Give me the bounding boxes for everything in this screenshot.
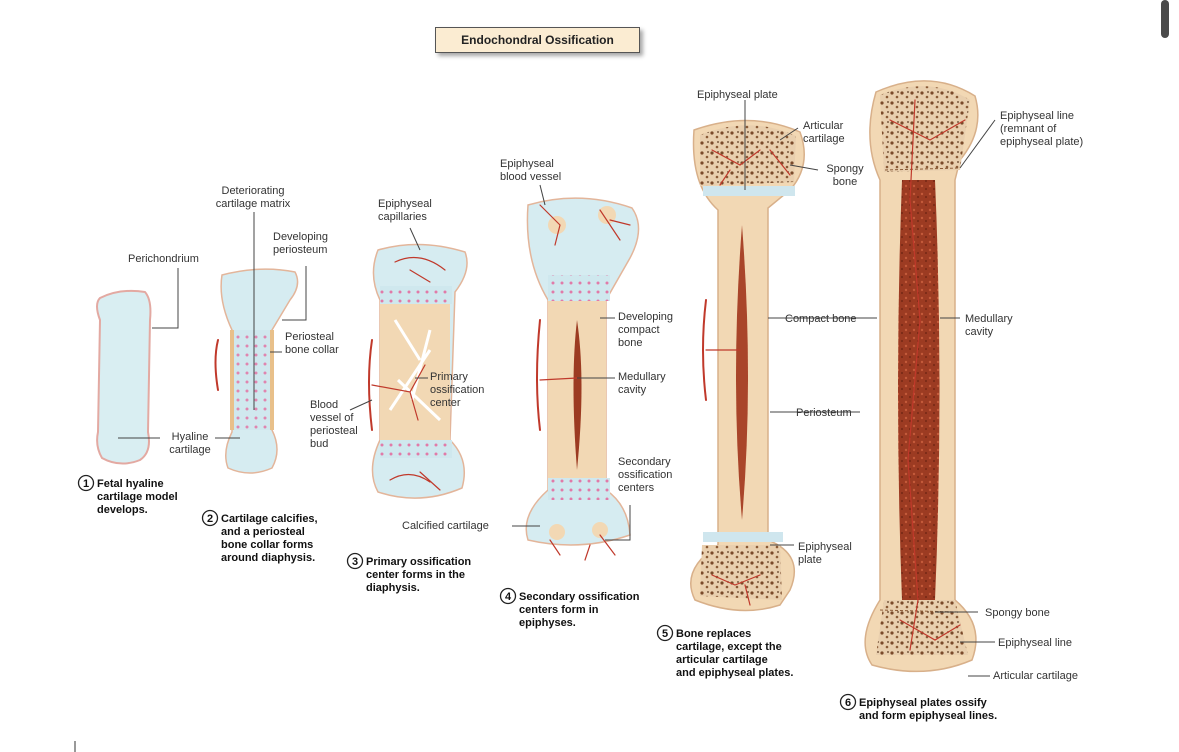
- leader-lines: [118, 100, 996, 677]
- step-number-badge: [839, 693, 857, 711]
- step-number: 3: [352, 556, 358, 568]
- diagram-title: Endochondral Ossification: [435, 27, 640, 53]
- step-number: 4: [505, 591, 512, 603]
- label-articular-cartilage-6: Articular cartilage: [993, 670, 1078, 682]
- label-perichondrium: Perichondrium: [128, 253, 199, 265]
- step-number: 1: [83, 478, 89, 490]
- label-epiphyseal-line-6: Epiphyseal line: [998, 637, 1072, 649]
- label-calcified-cartilage: Calcified cartilage: [402, 520, 489, 532]
- bone-stage-3: [368, 243, 468, 499]
- step-number-badge: [77, 474, 95, 492]
- step-number-badge: [499, 587, 517, 605]
- step-number-badge: [346, 552, 364, 570]
- step-number: 5: [662, 628, 668, 640]
- step-number: 6: [845, 697, 851, 709]
- step-number-badge: [656, 624, 674, 642]
- label-periosteum: Periosteum: [796, 407, 852, 419]
- bone-stage-1: [96, 289, 152, 465]
- step-number-badge: [201, 509, 219, 527]
- bone-stage-6: [864, 80, 979, 673]
- scrollbar-thumb[interactable]: [1161, 0, 1169, 38]
- label-spongy-bone-6: Spongy bone: [985, 607, 1050, 619]
- bone-stage-4: [525, 197, 640, 561]
- step-number: 2: [207, 513, 213, 525]
- bone-stage-2: [214, 268, 299, 474]
- label-epiphyseal-plate-top: Epiphyseal plate: [697, 89, 778, 101]
- bone-stage-5: [690, 119, 805, 612]
- label-compact-bone: Compact bone: [785, 313, 857, 325]
